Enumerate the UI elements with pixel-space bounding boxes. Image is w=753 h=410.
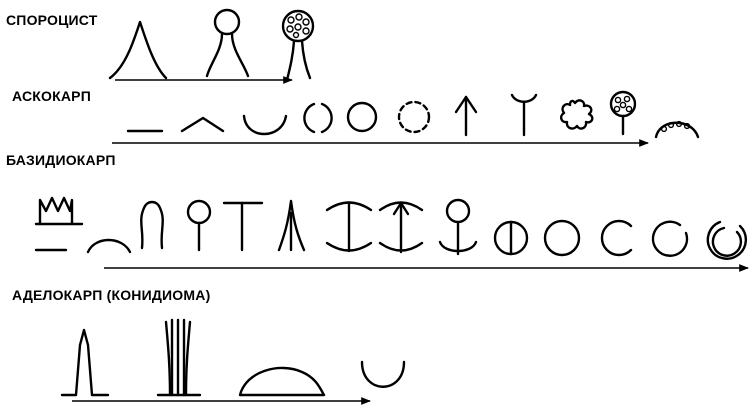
sporocyst-forms [110,10,313,80]
gap-top-circle [653,222,687,256]
gap-right-circle [602,221,631,255]
cup-top [512,95,536,102]
lobed-form [561,100,592,128]
chevron-shape [182,118,223,131]
cup-shape [244,116,286,134]
stalked-sphere-head [215,10,239,34]
acervulus-dome [240,368,324,395]
dashed-circle [399,102,429,132]
crown-shape [40,198,72,224]
open-circle-right [322,104,332,132]
stalked-circle-head [188,201,210,223]
narrow-peak [62,330,108,395]
ascocarp-forms [128,92,698,137]
synnema-bundle [166,320,190,395]
mushroom-shape [141,202,162,248]
sporangium-stalk [287,41,310,80]
row-label-basidiocarp: БАЗИДИОКАРП [6,152,116,168]
open-circle-left [304,104,314,132]
adelocarp-forms [62,320,404,395]
double-circle-inner [713,228,741,256]
cone-shape [110,22,166,78]
dome-shape-2 [88,240,130,252]
row-label-ascocarp: АСКОКАРП [12,88,91,104]
basidio-circle [545,221,579,255]
row-label-sporocyst: СПОРОЦИСТ [6,12,98,28]
row-label-adelocarp: АДЕЛОКАРП (КОНИДИОМА) [12,287,210,303]
anchor-head [447,200,469,222]
pycnidium-cup [362,362,404,387]
closed-circle [348,103,376,131]
stalked-spore-head [611,92,635,116]
basidiocarp-forms [36,198,746,259]
stalked-sphere-stalk [207,34,248,76]
